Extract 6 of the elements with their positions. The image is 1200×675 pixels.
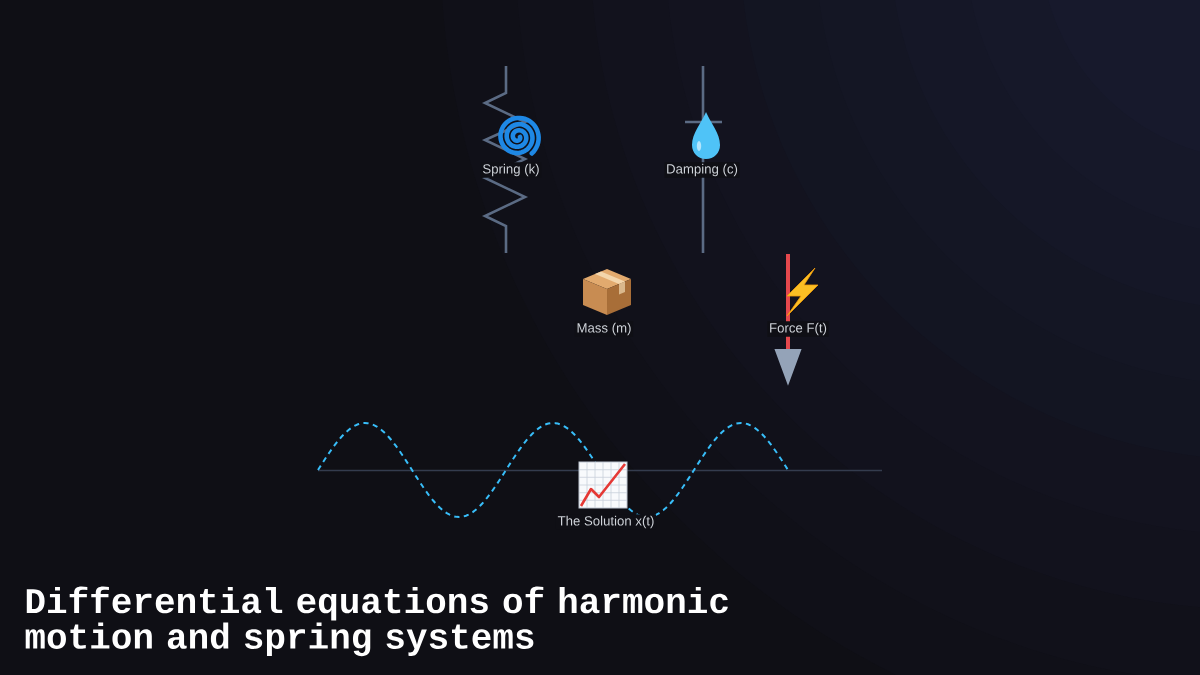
- title: Differential equations of harmonic motion and spring systems: [25, 586, 728, 657]
- text-label: Mass (m): [574, 321, 634, 337]
- text-label: Force F(t): [767, 321, 829, 337]
- text-label: Damping (c): [664, 162, 740, 178]
- text-label: The Solution x(t): [556, 514, 657, 530]
- text-label: Spring (k): [480, 162, 542, 178]
